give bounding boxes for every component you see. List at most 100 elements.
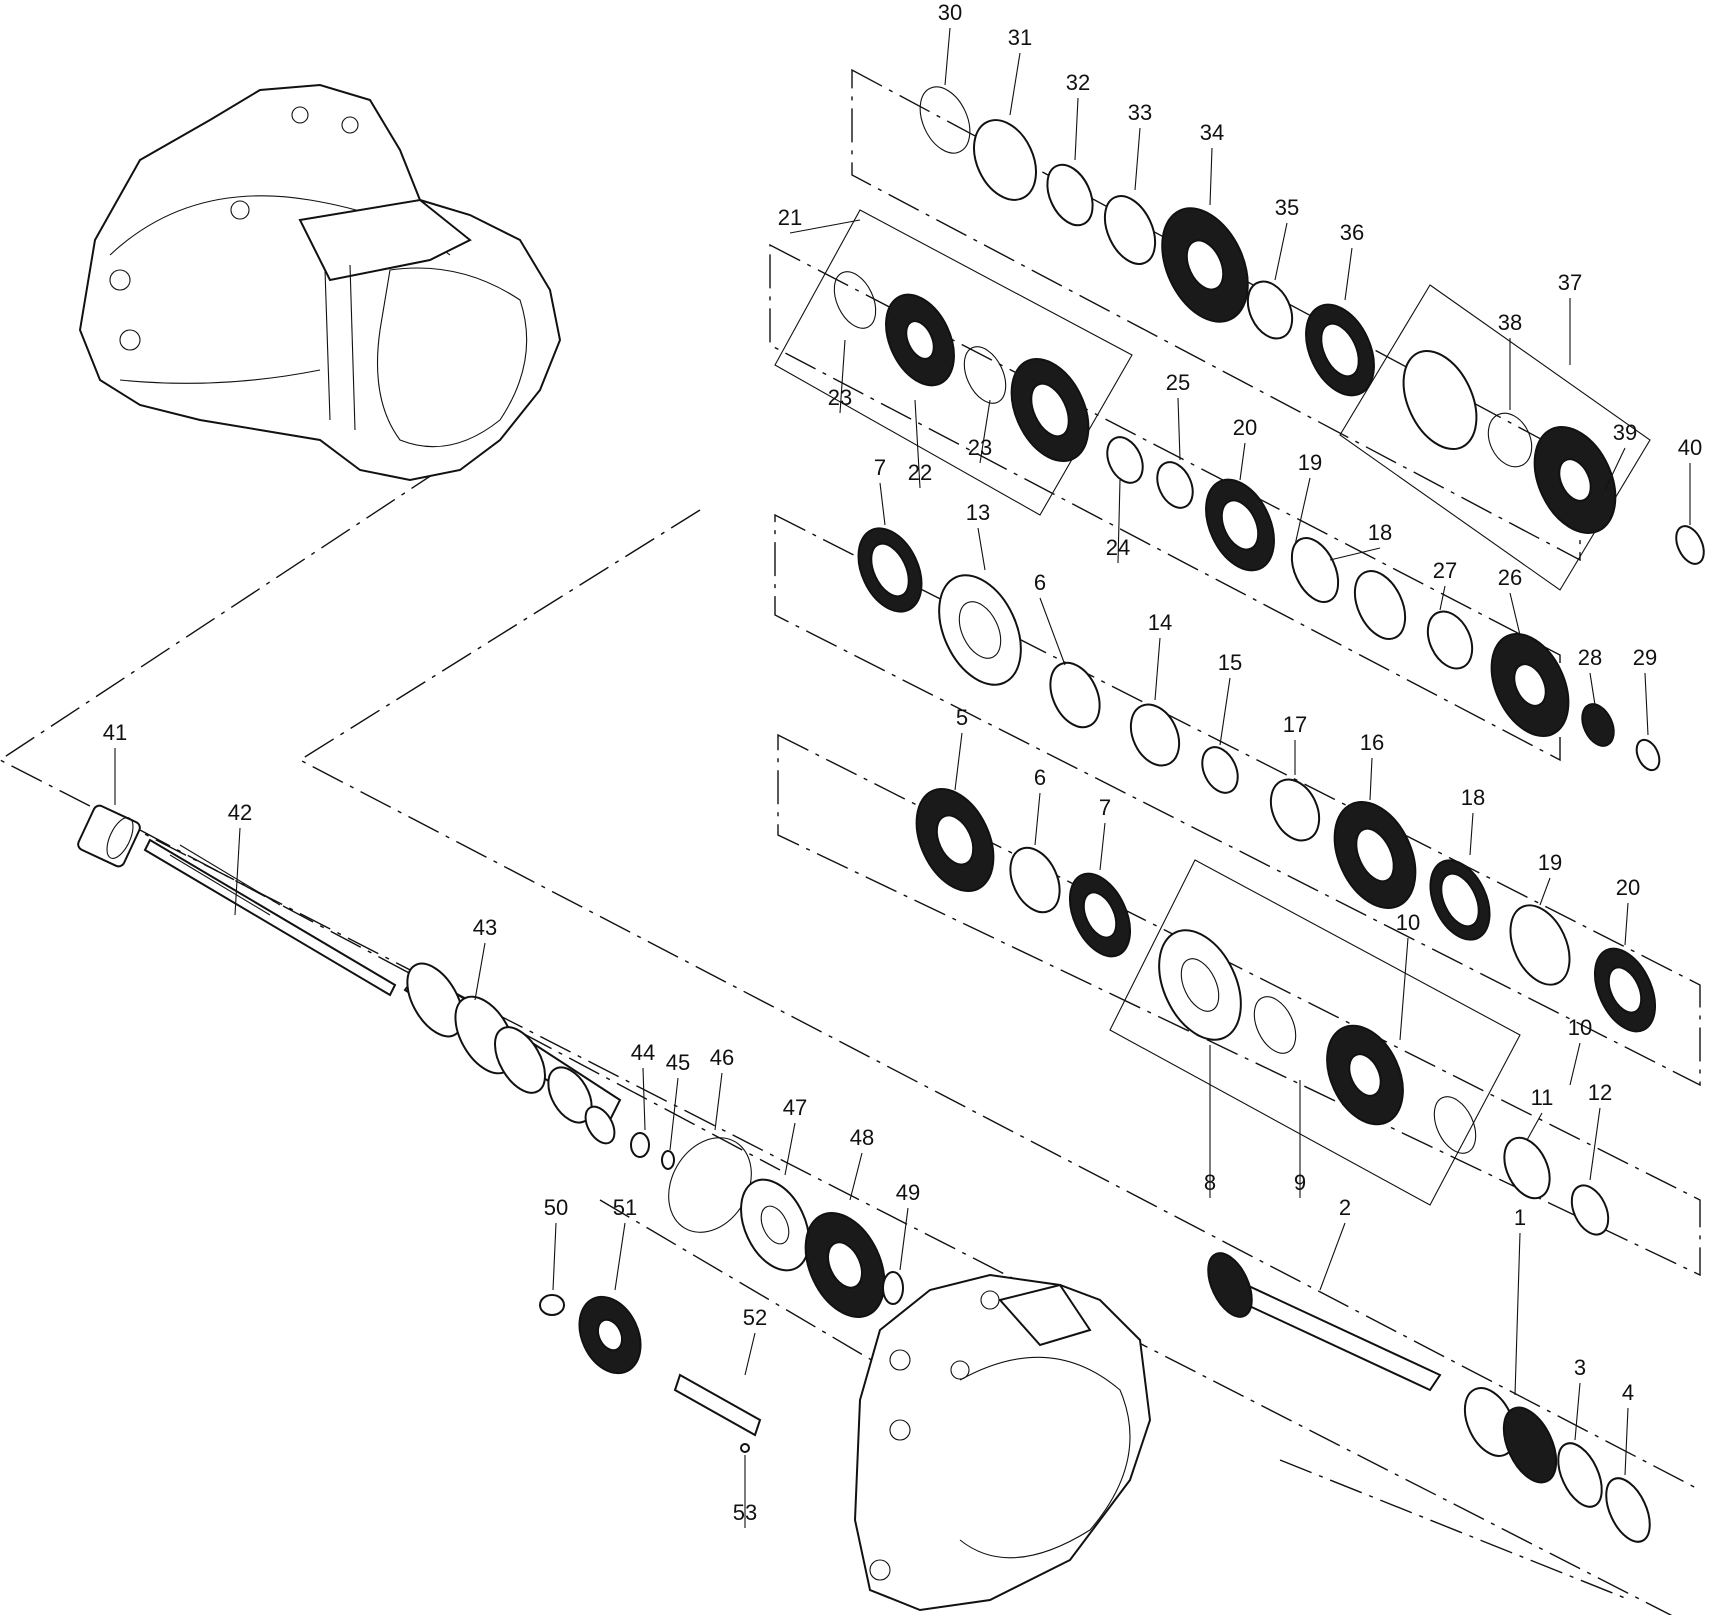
part-label-26: 26	[1498, 565, 1522, 590]
part-label-10: 10	[1568, 1015, 1592, 1040]
leader-line-50	[552, 1222, 557, 1291]
leader-line-26	[1509, 592, 1521, 636]
part-label-44: 44	[631, 1040, 655, 1065]
part-label-6: 6	[1034, 570, 1046, 595]
part-label-53: 53	[733, 1500, 757, 1525]
part-label-18: 18	[1368, 520, 1392, 545]
part-label-52: 52	[743, 1305, 767, 1330]
leader-line-10	[1569, 1042, 1581, 1086]
part-label-27: 27	[1433, 558, 1457, 583]
part-label-46: 46	[710, 1045, 734, 1070]
main-shaft	[1207, 1252, 1651, 1543]
leader-line-6	[1034, 792, 1041, 846]
part-label-29: 29	[1633, 645, 1657, 670]
part-label-39: 39	[1613, 420, 1637, 445]
leader-line-30	[944, 27, 951, 86]
leader-line-36	[1344, 247, 1353, 301]
leader-line-47	[784, 1122, 796, 1176]
third-gear-row	[857, 527, 1657, 1033]
leader-line-23	[979, 399, 991, 464]
part-label-9: 9	[1294, 1170, 1306, 1195]
leader-line-20	[1239, 442, 1246, 481]
part-label-32: 32	[1066, 70, 1090, 95]
part-label-19: 19	[1538, 850, 1562, 875]
fourth-gear-row	[915, 787, 1610, 1236]
part-label-23: 23	[968, 435, 992, 460]
leader-line-24	[1117, 479, 1121, 564]
part-label-23: 23	[828, 385, 852, 410]
leader-line-2	[1319, 1222, 1346, 1291]
part-label-41: 41	[103, 720, 127, 745]
leader-line-23	[839, 339, 846, 414]
part-label-12: 12	[1588, 1080, 1612, 1105]
part-label-10: 10	[1396, 910, 1420, 935]
part-label-15: 15	[1218, 650, 1242, 675]
leader-line-18	[1469, 812, 1474, 856]
part-label-37: 37	[1558, 270, 1582, 295]
part-label-31: 31	[1008, 25, 1032, 50]
leader-line-46	[714, 1072, 723, 1131]
part-label-14: 14	[1148, 610, 1172, 635]
leader-line-42	[234, 827, 241, 916]
leader-line-14	[1154, 637, 1161, 701]
part-label-49: 49	[896, 1180, 920, 1205]
leader-line-34	[1209, 147, 1213, 206]
part-label-13: 13	[966, 500, 990, 525]
part-label-7: 7	[874, 455, 886, 480]
leader-line-31	[1009, 52, 1021, 116]
leader-line-39	[1604, 447, 1626, 491]
part-label-20: 20	[1616, 875, 1640, 900]
part-label-5: 5	[956, 705, 968, 730]
counter-shaft	[403, 962, 622, 1145]
part-label-17: 17	[1283, 712, 1307, 737]
leader-line-27	[1439, 585, 1446, 611]
leader-line-48	[849, 1152, 863, 1201]
part-label-30: 30	[938, 0, 962, 25]
part-label-42: 42	[228, 800, 252, 825]
part-label-35: 35	[1275, 195, 1299, 220]
part-label-22: 22	[908, 460, 932, 485]
part-label-3: 3	[1574, 1355, 1586, 1380]
leader-line-49	[899, 1207, 909, 1271]
leader-line-5	[954, 732, 963, 791]
leader-line-7	[1099, 822, 1106, 871]
part-label-18: 18	[1461, 785, 1485, 810]
part-label-20: 20	[1233, 415, 1257, 440]
leader-line-11	[1526, 1112, 1543, 1141]
part-label-11: 11	[1531, 1085, 1554, 1110]
part-label-4: 4	[1622, 1380, 1634, 1405]
leader-line-7	[879, 482, 886, 526]
part-label-24: 24	[1106, 535, 1130, 560]
leader-line-15	[1219, 677, 1231, 746]
part-label-28: 28	[1578, 645, 1602, 670]
part-label-2: 2	[1339, 1195, 1351, 1220]
leader-line-51	[614, 1222, 626, 1291]
part-label-48: 48	[850, 1125, 874, 1150]
part-label-36: 36	[1340, 220, 1364, 245]
part-label-19: 19	[1298, 450, 1322, 475]
part-label-34: 34	[1200, 120, 1224, 145]
part-label-8: 8	[1204, 1170, 1216, 1195]
leader-line-16	[1369, 757, 1373, 801]
second-gear-row	[833, 271, 1661, 772]
leader-line-43	[474, 942, 486, 1001]
leader-line-18	[1329, 547, 1381, 561]
leader-line-33	[1134, 127, 1141, 191]
leader-line-19	[1294, 477, 1311, 546]
leader-line-28	[1589, 672, 1596, 706]
part-label-50: 50	[544, 1195, 568, 1220]
leader-line-35	[1274, 222, 1288, 281]
leader-line-12	[1589, 1107, 1601, 1181]
leader-line-20	[1624, 902, 1629, 946]
part-label-7: 7	[1099, 795, 1111, 820]
part-label-6: 6	[1034, 765, 1046, 790]
leader-line-13	[977, 527, 986, 571]
leader-lines	[114, 27, 1691, 1528]
leader-line-3	[1574, 1382, 1581, 1441]
leader-line-4	[1624, 1407, 1629, 1476]
leader-line-44	[642, 1067, 646, 1131]
leader-line-29	[1644, 672, 1649, 736]
part-label-21: 21	[778, 205, 802, 230]
leader-line-10	[1399, 937, 1409, 1041]
